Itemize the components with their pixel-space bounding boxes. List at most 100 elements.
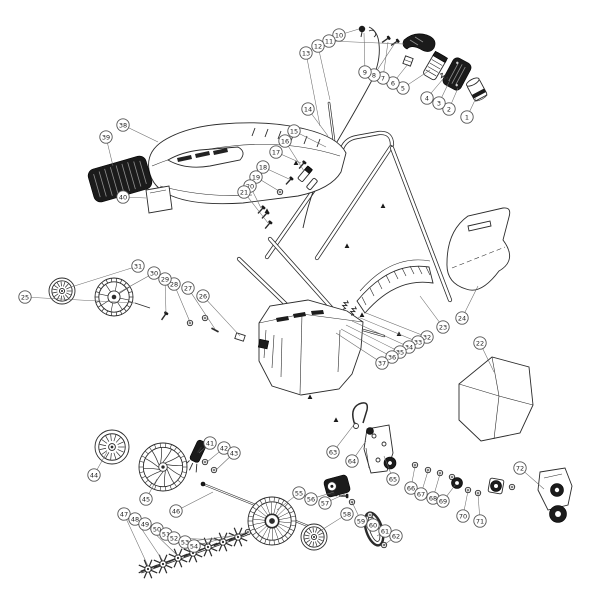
svg-text:2: 2: [447, 105, 451, 113]
screw-hardware: [328, 491, 338, 497]
callout-62: 62: [383, 529, 403, 546]
svg-text:5: 5: [401, 84, 405, 92]
label-part: [145, 185, 173, 214]
svg-text:57: 57: [321, 499, 329, 507]
svg-text:6: 6: [391, 79, 395, 87]
tri-hardware: [293, 160, 299, 165]
wheel-part-darkhub: [451, 477, 463, 489]
screw-hardware: [257, 205, 266, 214]
svg-text:68: 68: [429, 494, 437, 502]
svg-text:67: 67: [417, 490, 425, 498]
callout-57: 57: [318, 493, 346, 510]
callout-55: 55: [276, 486, 306, 511]
switch-lever-part: [402, 33, 436, 52]
tri-hardware: [396, 331, 402, 336]
tine-roller-layer: [138, 527, 248, 579]
svg-text:49: 49: [141, 520, 149, 528]
svg-text:8: 8: [372, 71, 376, 79]
callout-63: 63: [326, 421, 357, 459]
callout-30: 30: [117, 266, 161, 294]
motor-grille-part: [87, 155, 153, 203]
switch-assembly-parts: [368, 29, 488, 102]
svg-text:30: 30: [150, 269, 158, 277]
callout-26: 26: [196, 289, 241, 337]
callout-41: 41: [198, 436, 217, 454]
callout-5: 5: [396, 69, 431, 95]
callout-15: 15: [287, 124, 327, 148]
svg-text:3: 3: [437, 99, 441, 107]
screw-hardware: [285, 176, 294, 185]
svg-text:59: 59: [357, 517, 365, 525]
callout-2: 2: [442, 87, 459, 116]
capacitor-part: [466, 77, 488, 102]
svg-text:23: 23: [439, 323, 447, 331]
callout-43: 43: [215, 446, 241, 471]
callout-59: 59: [351, 501, 368, 528]
wheel-part-hubcap: [94, 429, 130, 465]
svg-text:55: 55: [295, 489, 303, 497]
svg-text:26: 26: [199, 292, 207, 300]
callout-58: 58: [319, 507, 354, 532]
tine-disc-part: [228, 527, 248, 547]
callout-42: 42: [206, 441, 231, 463]
svg-text:60: 60: [369, 521, 377, 529]
bowden-cable-part: [302, 26, 380, 229]
svg-text:16: 16: [281, 137, 289, 145]
callout-64: 64: [345, 440, 367, 468]
callout-56: 56: [304, 491, 335, 506]
svg-text:71: 71: [476, 517, 484, 525]
callout-69: 69: [436, 483, 457, 508]
svg-text:40: 40: [119, 193, 127, 201]
callout-9: 9: [358, 32, 372, 79]
washer-hardware: [210, 466, 218, 474]
callout-6: 6: [386, 63, 409, 90]
svg-text:25: 25: [21, 293, 29, 301]
callout-60: 60: [366, 513, 380, 532]
callouts-layer: 1234567891011121314151617181920212223242…: [18, 28, 545, 567]
callout-40: 40: [116, 190, 147, 204]
pulley-part: [383, 456, 397, 470]
gearbox-part: [323, 474, 351, 498]
washer-hardware: [424, 466, 432, 474]
svg-text:10: 10: [335, 31, 343, 39]
wheel-part-tread: [94, 277, 134, 317]
handle-clamp-parts: [297, 165, 318, 191]
wheel-part-fan: [138, 442, 188, 492]
comb-insert-part: [356, 259, 434, 314]
callout-1: 1: [460, 97, 477, 124]
callout-36: 36: [340, 328, 399, 364]
callout-24: 24: [455, 285, 479, 325]
svg-text:38: 38: [119, 121, 127, 129]
svg-text:51: 51: [162, 530, 170, 538]
callout-14: 14: [301, 102, 329, 137]
screw-hardware: [390, 38, 400, 47]
deck-vent-slots: [276, 310, 324, 322]
washer-hardware: [474, 489, 482, 497]
height-hook-part: [352, 402, 369, 429]
svg-text:33: 33: [414, 338, 422, 346]
wheel-part-spoke: [247, 496, 297, 546]
tine-disc-part: [213, 532, 233, 552]
callout-44: 44: [87, 451, 108, 482]
svg-text:17: 17: [272, 148, 280, 156]
callout-38: 38: [116, 118, 159, 143]
svg-text:63: 63: [329, 448, 337, 456]
callout-22: 22: [473, 336, 495, 373]
callout-72: 72: [513, 461, 545, 490]
svg-text:43: 43: [230, 449, 238, 457]
washer-hardware: [201, 314, 209, 322]
callout-70: 70: [456, 490, 470, 523]
wheel-part-hubcap: [300, 523, 328, 551]
callout-16: 16: [278, 134, 305, 172]
tine-disc-part: [168, 548, 188, 568]
tri-hardware: [307, 394, 313, 399]
bearing-block-part: [487, 477, 505, 495]
spring-hardware: [439, 72, 449, 81]
callout-12: 12: [311, 39, 331, 101]
svg-text:22: 22: [476, 339, 484, 347]
callout-52: 52: [167, 531, 224, 545]
callout-65: 65: [383, 455, 400, 486]
tri-hardware: [264, 208, 270, 213]
